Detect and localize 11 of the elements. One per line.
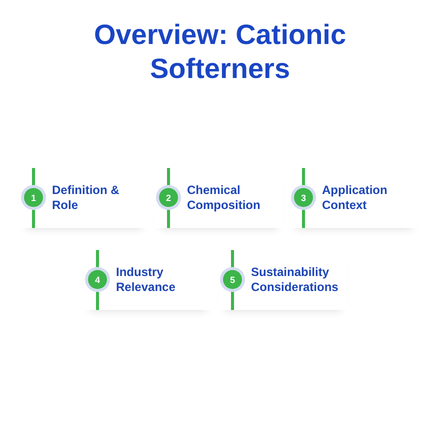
topic-label: Chemical Composition xyxy=(187,183,262,213)
title: Overview: Cationic Softerners xyxy=(92,18,348,86)
number-badge: 4 xyxy=(88,270,107,289)
topic-label: Application Context xyxy=(322,183,388,213)
number-badge: 3 xyxy=(294,188,313,207)
number-badge: 2 xyxy=(159,188,178,207)
topic-label: Industry Relevance xyxy=(116,265,176,295)
number-badge: 5 xyxy=(223,270,242,289)
number-badge: 1 xyxy=(24,188,43,207)
topic-label: Sustainability Considerations xyxy=(251,265,340,295)
topic-label: Definition & Role xyxy=(52,183,120,213)
